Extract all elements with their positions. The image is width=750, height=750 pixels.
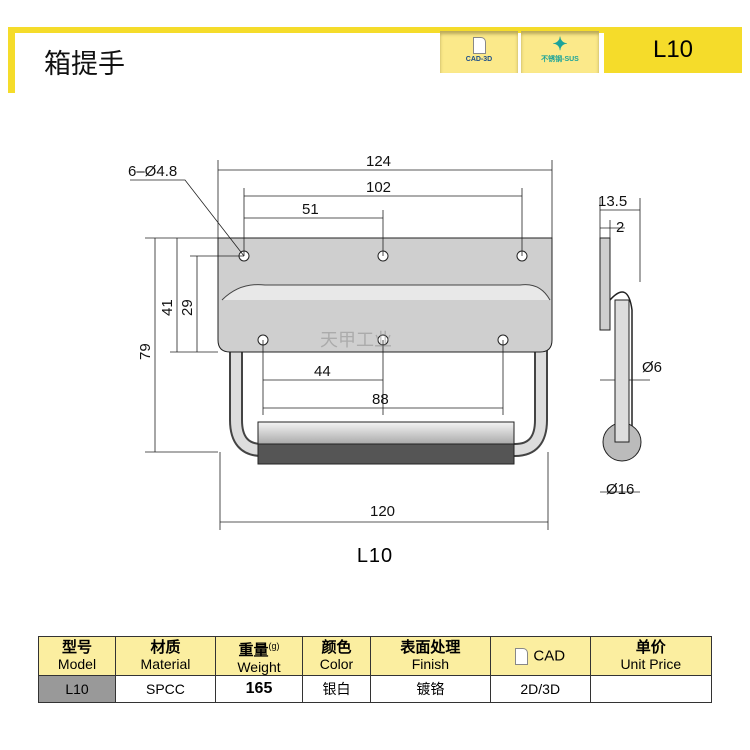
dim-2: 2 xyxy=(616,219,624,236)
dim-29: 29 xyxy=(179,299,196,316)
cell-price xyxy=(589,675,713,703)
sparkle-icon: ✦ xyxy=(552,34,568,54)
dim-124: 124 xyxy=(366,153,391,170)
watermark: 天甲工业 xyxy=(320,330,392,350)
dim-holes: 6–Ø4.8 xyxy=(128,163,177,180)
page-title: 箱提手 xyxy=(44,49,125,79)
stainless-badge[interactable]: ✦ 不锈钢-SUS xyxy=(521,31,599,73)
dim-6: Ø6 xyxy=(642,359,662,376)
drawing-caption: L10 xyxy=(356,545,394,567)
document-icon xyxy=(515,647,529,665)
dim-102: 102 xyxy=(366,179,391,196)
cell-material: SPCC xyxy=(114,675,216,703)
dim-13-5: 13.5 xyxy=(598,193,627,210)
dim-79: 79 xyxy=(137,343,154,360)
dim-41: 41 xyxy=(159,299,176,316)
cell-cad[interactable]: 2D/3D xyxy=(489,675,591,703)
dim-16: Ø16 xyxy=(606,481,634,498)
model-label: L10 xyxy=(604,27,742,73)
header-weight: 重量(g)Weight xyxy=(214,636,304,676)
dim-120: 120 xyxy=(370,503,395,520)
table-row: L10 SPCC 165 银白 镀铬 2D/3D xyxy=(38,675,713,703)
header-bar xyxy=(8,27,742,33)
dim-51: 51 xyxy=(302,201,319,218)
dim-88: 88 xyxy=(372,391,389,408)
dim-44: 44 xyxy=(314,363,331,380)
cell-weight: 165 xyxy=(214,675,304,703)
cad-3d-badge[interactable]: CAD-3D xyxy=(440,31,518,73)
cell-finish: 镀铬 xyxy=(369,675,491,703)
cell-model: L10 xyxy=(38,675,116,703)
document-icon xyxy=(472,37,486,54)
header-cad: CAD xyxy=(489,636,591,676)
header-accent xyxy=(8,27,15,93)
cell-color: 银白 xyxy=(302,675,371,703)
